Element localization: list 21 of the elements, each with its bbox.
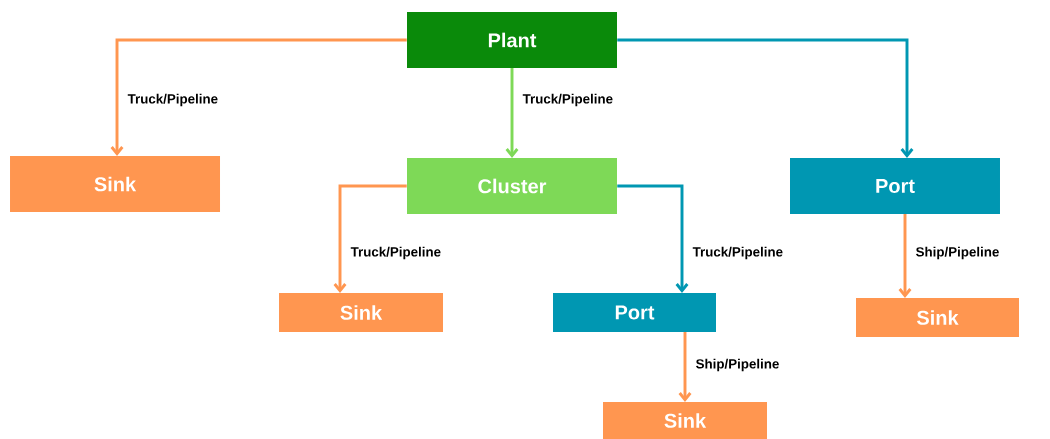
arrow: [617, 38, 914, 158]
process-box: Sink: [856, 298, 1019, 337]
edge-label: Ship/Pipeline: [694, 357, 781, 373]
edge-label: Truck/Pipeline: [691, 245, 785, 261]
process-box: Sink: [603, 402, 767, 439]
arrow: [898, 214, 912, 298]
edge-label: Truck/Pipeline: [521, 92, 615, 108]
arrow: [505, 68, 519, 158]
edge-label: Truck/Pipeline: [349, 245, 443, 261]
edge-label: Truck/Pipeline: [126, 92, 220, 108]
arrow: [333, 184, 407, 293]
process-box: Sink: [10, 156, 220, 212]
arrow: [678, 332, 692, 402]
process-box: Sink: [279, 293, 443, 332]
arrow: [617, 184, 689, 293]
arrow: [110, 38, 407, 156]
process-box: Port: [790, 158, 1000, 214]
process-box: Cluster: [407, 158, 617, 214]
process-box: Plant: [407, 12, 617, 68]
edge-label: Ship/Pipeline: [914, 245, 1001, 261]
process-box: Port: [553, 293, 716, 332]
